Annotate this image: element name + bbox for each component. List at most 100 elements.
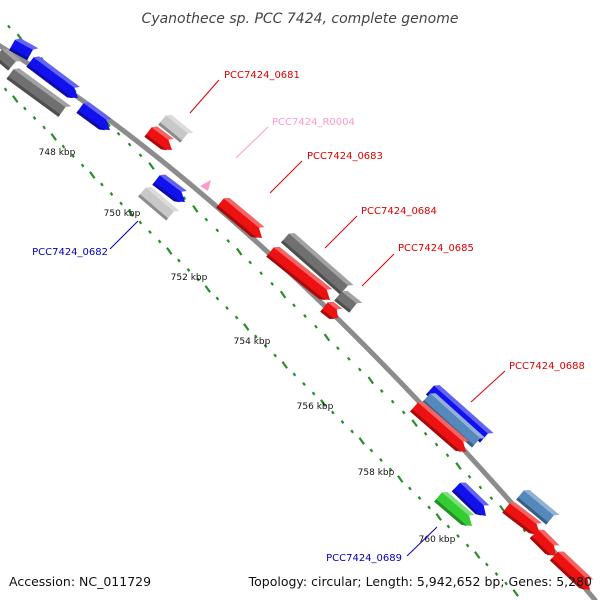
tick-dot bbox=[367, 376, 375, 385]
tick-dot bbox=[138, 153, 143, 158]
gene-feature-shadow bbox=[76, 110, 106, 131]
gene-label: PCC7424_0683 bbox=[307, 151, 383, 162]
tick-dot bbox=[417, 496, 422, 500]
gene-label-leader bbox=[470, 370, 506, 403]
gene-feature-top bbox=[145, 187, 180, 212]
gene-label-leader bbox=[361, 253, 395, 287]
kbp-tick-label: 750 kbp bbox=[104, 209, 141, 219]
gene-feature-shadow bbox=[516, 497, 549, 525]
gene-feature-dark-gray bbox=[0, 49, 22, 71]
gene-feature-shadow bbox=[138, 194, 169, 221]
genome-summary-text: Topology: circular; Length: 5,942,652 bp… bbox=[248, 574, 592, 589]
gene-label-leaders bbox=[109, 79, 506, 557]
tick-dot bbox=[292, 372, 297, 377]
tick-dot bbox=[347, 356, 351, 361]
gene-label-leader bbox=[109, 220, 139, 250]
gene-feature-red bbox=[410, 402, 469, 452]
gene-feature-top bbox=[83, 102, 112, 120]
tick-dot bbox=[23, 106, 27, 111]
tick-dot bbox=[357, 367, 362, 372]
gene-feature-steel-blue bbox=[516, 489, 560, 525]
tick-dot bbox=[89, 171, 96, 179]
gene-feature-shadow bbox=[158, 122, 183, 143]
gene-label: PCC7424_0684 bbox=[361, 206, 437, 217]
tick-dot bbox=[336, 346, 340, 351]
gene-feature-top bbox=[523, 489, 560, 516]
gene-feature-top bbox=[441, 491, 475, 516]
tick-dot bbox=[127, 209, 134, 217]
gene-feature-blue bbox=[26, 56, 80, 99]
gene-feature-shadow bbox=[502, 510, 536, 535]
tick-dot bbox=[182, 196, 187, 201]
tick-dot bbox=[292, 303, 296, 308]
gene-feature-shadow bbox=[9, 47, 29, 61]
tick-dot bbox=[522, 528, 527, 533]
tick-dot bbox=[50, 133, 57, 141]
tick-dot bbox=[397, 475, 404, 483]
kbp-tick-label: 758 kbp bbox=[358, 468, 395, 478]
gene-feature-shadow bbox=[281, 240, 343, 295]
gene-label: PCC7424_0688 bbox=[509, 361, 585, 372]
gene-feature-light-gray bbox=[158, 114, 194, 143]
tick-dot bbox=[127, 142, 132, 147]
gene-feature-shadow bbox=[0, 56, 11, 71]
tick-dot bbox=[323, 333, 331, 342]
tick-dot bbox=[263, 344, 268, 348]
gene-feature-blue bbox=[451, 482, 490, 517]
gene-feature-top bbox=[159, 174, 188, 192]
tick-dot bbox=[302, 382, 306, 386]
gene-feature-shadow bbox=[216, 205, 258, 239]
gene-feature-red bbox=[549, 551, 594, 590]
tick-dot bbox=[478, 485, 483, 490]
gene-feature-top bbox=[223, 197, 265, 228]
tick-dot bbox=[281, 361, 288, 369]
gene-feature-body bbox=[144, 127, 172, 151]
tick-dot bbox=[456, 534, 460, 538]
gene-feature-dark-gray bbox=[6, 68, 72, 117]
gene-feature-body bbox=[266, 247, 330, 301]
gene-feature-shadow bbox=[320, 309, 335, 319]
tick-dot bbox=[467, 474, 472, 479]
tick-dot bbox=[157, 239, 162, 244]
tick-dot bbox=[80, 163, 85, 168]
tick-dot bbox=[12, 95, 19, 103]
gene-feature-red bbox=[266, 246, 333, 301]
kbp-tick-label: 748 kbp bbox=[39, 148, 76, 158]
gene-label: PCC7424_0681 bbox=[224, 70, 300, 81]
tick-dot bbox=[204, 217, 209, 222]
tick-dot bbox=[259, 271, 263, 276]
gene-feature-top bbox=[151, 126, 174, 140]
tick-dot bbox=[434, 442, 439, 447]
tick-dot bbox=[100, 182, 104, 187]
tick-dot bbox=[61, 144, 66, 149]
kbp-tick-label: 756 kbp bbox=[297, 402, 334, 412]
gene-feature-blue bbox=[152, 174, 188, 203]
tick-dot bbox=[340, 420, 345, 424]
gene-feature-shadow bbox=[144, 134, 168, 151]
gene-feature-top bbox=[538, 529, 560, 546]
gene-feature-pink bbox=[200, 180, 211, 191]
tick-dot bbox=[465, 543, 470, 548]
tick-dot bbox=[116, 131, 121, 136]
gene-feature-red bbox=[502, 502, 543, 535]
gene-label-leader bbox=[406, 526, 438, 557]
tick-dot bbox=[446, 524, 451, 529]
tick-dot bbox=[177, 258, 181, 263]
tick-dot bbox=[7, 24, 11, 29]
gene-feature-light-gray bbox=[138, 187, 180, 221]
gene-feature-top bbox=[327, 301, 343, 310]
tick-dot bbox=[504, 581, 508, 586]
gene-feature-body bbox=[76, 103, 111, 130]
gene-feature-red bbox=[320, 301, 343, 319]
gene-feature-shadow bbox=[529, 536, 552, 556]
tick-dot bbox=[369, 448, 374, 453]
tick-dot bbox=[350, 429, 354, 434]
tick-dot bbox=[273, 353, 277, 358]
kbp-tick-label: 760 kbp bbox=[419, 535, 456, 545]
tick-dot bbox=[254, 334, 258, 339]
tick-dot bbox=[388, 467, 393, 472]
gene-feature-shadow bbox=[334, 298, 352, 313]
tick-dot bbox=[358, 437, 365, 445]
tick-dot bbox=[166, 247, 173, 255]
